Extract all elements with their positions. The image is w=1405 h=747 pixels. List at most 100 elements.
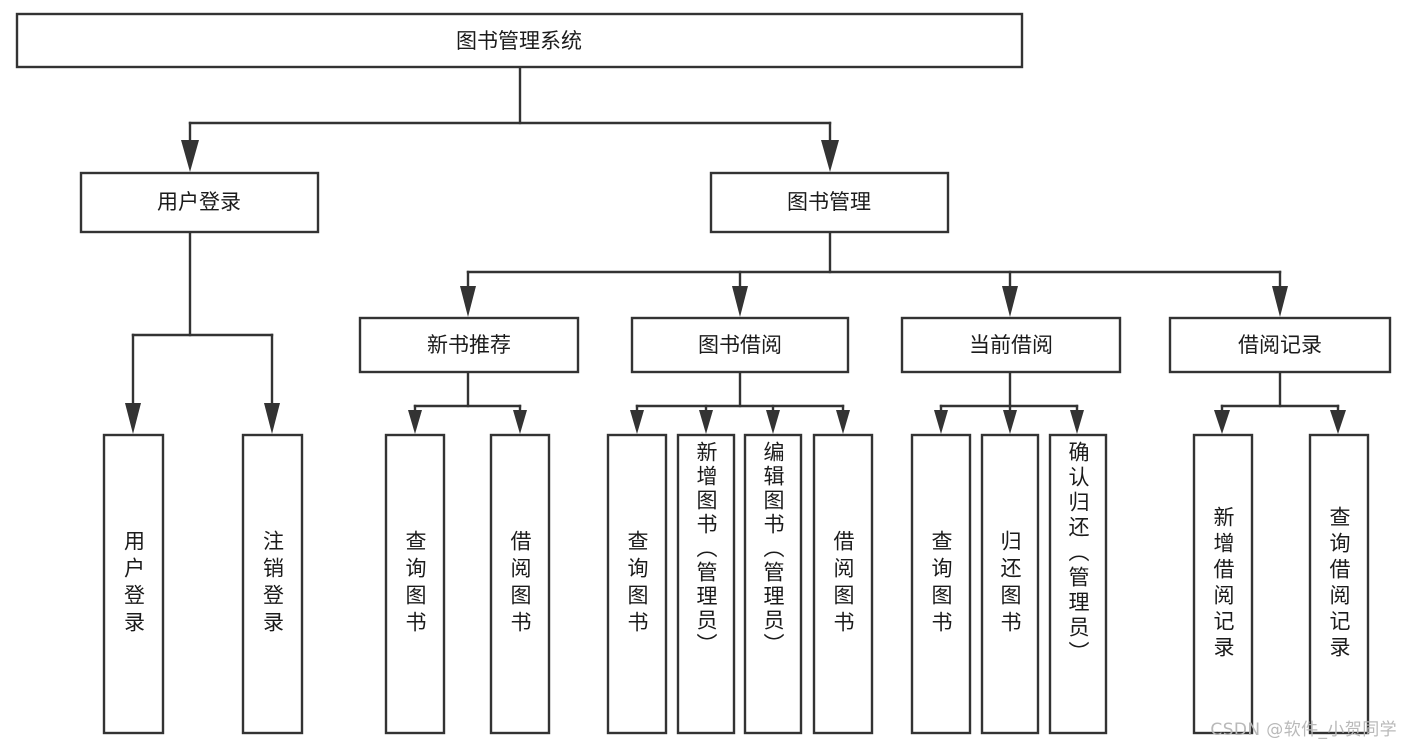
node-leaf-user-login-1-box[interactable]	[102, 433, 165, 735]
node-leaf-book-borrow-4-label: 借阅图书	[831, 530, 855, 638]
node-user-login-box[interactable]	[79, 171, 320, 234]
node-leaf-new-book-1-text-area: 查询图书	[403, 530, 427, 638]
node-leaf-new-book-1-label: 查询图书	[403, 530, 427, 638]
arrow-head-bb-leaf-1	[630, 410, 644, 434]
arrow-head-cb-leaf-3	[1070, 410, 1084, 434]
node-leaf-current-borrow-1[interactable]: 查询图书	[910, 433, 972, 735]
node-leaf-current-borrow-2[interactable]: 归还图书	[980, 433, 1040, 735]
node-root-system[interactable]: 图书管理系统	[15, 12, 1024, 69]
node-new-book-recommend-box[interactable]	[358, 316, 580, 374]
node-book-management[interactable]: 图书管理	[709, 171, 950, 234]
node-root-system-box[interactable]	[15, 12, 1024, 69]
node-current-borrow-box[interactable]	[900, 316, 1122, 374]
node-leaf-current-borrow-2-text-area: 归还图书	[998, 530, 1022, 638]
node-leaf-new-book-2-text-area: 借阅图书	[508, 530, 532, 638]
node-leaf-current-borrow-3[interactable]: 确认归还（管理员）	[1048, 433, 1108, 735]
node-leaf-current-borrow-3-label: 确认归还（管理员）	[1066, 441, 1090, 666]
connector-group-root	[181, 65, 839, 172]
node-leaf-current-borrow-1-box[interactable]	[910, 433, 972, 735]
node-leaf-borrow-record-2-text-area: 查询借阅记录	[1327, 506, 1351, 662]
node-user-login[interactable]: 用户登录	[79, 171, 320, 234]
arrow-head-book-borrow	[732, 286, 748, 317]
node-leaf-book-borrow-2-box[interactable]	[676, 433, 736, 735]
node-current-borrow[interactable]: 当前借阅	[900, 316, 1122, 374]
node-book-management-box[interactable]	[709, 171, 950, 234]
node-leaf-current-borrow-2-label: 归还图书	[998, 530, 1022, 638]
node-leaf-borrow-record-2[interactable]: 查询借阅记录	[1308, 433, 1370, 735]
connector-group-new-book	[408, 370, 527, 434]
node-leaf-book-borrow-1[interactable]: 查询图书	[606, 433, 668, 735]
node-leaf-user-login-1-label: 用户登录	[121, 530, 146, 638]
arrow-head-cb-leaf-1	[934, 410, 948, 434]
node-leaf-current-borrow-1-text-area: 查询图书	[929, 530, 953, 638]
node-leaf-user-login-2[interactable]: 注销登录	[241, 433, 304, 735]
arrow-head-current-borrow	[1002, 286, 1018, 317]
arrow-head-bb-leaf-4	[836, 410, 850, 434]
node-leaf-book-borrow-1-box[interactable]	[606, 433, 668, 735]
node-leaf-book-borrow-1-label: 查询图书	[625, 530, 649, 638]
node-leaf-book-borrow-3-label: 编辑图书（管理员）	[761, 441, 785, 657]
node-leaf-current-borrow-2-box[interactable]	[980, 433, 1040, 735]
arrow-head-user-login-leaf-2	[264, 403, 280, 434]
node-leaf-current-borrow-1-label: 查询图书	[929, 530, 953, 638]
arrow-head-book-mgmt	[821, 140, 839, 172]
node-new-book-recommend-label: 新书推荐	[427, 333, 511, 357]
node-leaf-book-borrow-3-box[interactable]	[743, 433, 803, 735]
node-leaf-new-book-2-label: 借阅图书	[508, 530, 532, 638]
node-borrow-record[interactable]: 借阅记录	[1168, 316, 1392, 374]
node-leaf-book-borrow-4-box[interactable]	[812, 433, 874, 735]
node-leaf-user-login-2-text-area: 注销登录	[260, 530, 285, 638]
arrow-head-nb-leaf-1	[408, 410, 422, 434]
node-leaf-book-borrow-1-text-area: 查询图书	[625, 530, 649, 638]
node-book-borrow[interactable]: 图书借阅	[630, 316, 850, 374]
node-leaf-user-login-1[interactable]: 用户登录	[102, 433, 165, 735]
connector-group-borrow-record	[1214, 370, 1346, 434]
node-leaf-book-borrow-2-label: 新增图书（管理员）	[694, 441, 718, 657]
node-user-login-label: 用户登录	[157, 190, 241, 214]
arrow-head-new-book	[460, 286, 476, 317]
node-leaf-new-book-2-box[interactable]	[489, 433, 551, 735]
node-leaf-new-book-1[interactable]: 查询图书	[384, 433, 446, 735]
node-book-borrow-box[interactable]	[630, 316, 850, 374]
node-current-borrow-label: 当前借阅	[969, 333, 1053, 357]
node-leaf-user-login-1-text-area: 用户登录	[121, 530, 146, 638]
node-leaf-borrow-record-2-box[interactable]	[1308, 433, 1370, 735]
arrow-head-br-leaf-2	[1330, 410, 1346, 434]
node-leaf-book-borrow-4-text-area: 借阅图书	[831, 530, 855, 638]
arrow-head-bb-leaf-2	[699, 410, 713, 434]
node-leaf-current-borrow-3-box[interactable]	[1048, 433, 1108, 735]
arrow-head-user-login-leaf-1	[125, 403, 141, 434]
node-leaf-user-login-2-label: 注销登录	[260, 530, 285, 638]
node-leaf-book-borrow-3-text-area: 编辑图书（管理员）	[761, 441, 785, 657]
node-borrow-record-label: 借阅记录	[1238, 333, 1322, 357]
node-leaf-borrow-record-2-label: 查询借阅记录	[1327, 506, 1351, 662]
node-leaf-borrow-record-1-box[interactable]	[1192, 433, 1254, 735]
node-leaf-new-book-1-box[interactable]	[384, 433, 446, 735]
node-leaf-borrow-record-1-text-area: 新增借阅记录	[1211, 506, 1235, 662]
node-leaf-book-borrow-3[interactable]: 编辑图书（管理员）	[743, 433, 803, 735]
node-leaf-book-borrow-2[interactable]: 新增图书（管理员）	[676, 433, 736, 735]
node-leaf-borrow-record-1[interactable]: 新增借阅记录	[1192, 433, 1254, 735]
node-leaf-current-borrow-3-text-area: 确认归还（管理员）	[1066, 441, 1090, 666]
node-root-system-label: 图书管理系统	[456, 29, 582, 53]
connector-group-book-mgmt	[460, 231, 1288, 317]
node-leaf-user-login-2-box[interactable]	[241, 433, 304, 735]
node-borrow-record-box[interactable]	[1168, 316, 1392, 374]
node-book-borrow-label: 图书借阅	[698, 333, 782, 357]
arrow-head-user-login	[181, 140, 199, 172]
node-book-management-label: 图书管理	[787, 190, 871, 214]
node-leaf-new-book-2[interactable]: 借阅图书	[489, 433, 551, 735]
connector-group-current-borrow	[934, 370, 1084, 434]
connector-group-book-borrow	[630, 370, 850, 434]
arrow-head-cb-leaf-2	[1003, 410, 1017, 434]
node-leaf-book-borrow-2-text-area: 新增图书（管理员）	[694, 441, 718, 657]
arrow-head-br-leaf-1	[1214, 410, 1230, 434]
node-leaf-book-borrow-4[interactable]: 借阅图书	[812, 433, 874, 735]
arrow-head-nb-leaf-2	[513, 410, 527, 434]
arrow-head-bb-leaf-3	[766, 410, 780, 434]
node-leaf-borrow-record-1-label: 新增借阅记录	[1211, 506, 1235, 662]
arrow-head-borrow-record	[1272, 286, 1288, 317]
node-new-book-recommend[interactable]: 新书推荐	[358, 316, 580, 374]
